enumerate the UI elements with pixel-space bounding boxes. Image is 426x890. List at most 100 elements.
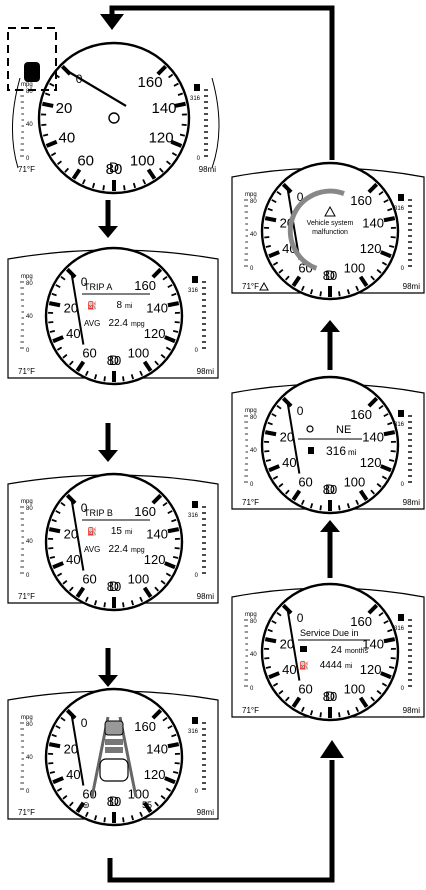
speed-label: 40: [66, 767, 80, 782]
speed-label: 140: [146, 526, 168, 541]
fuel-range-small: 316: [188, 288, 199, 294]
mpg-label: mpg: [21, 82, 33, 88]
service-miles-unit: mi: [345, 663, 353, 670]
cruise-icon: ⊜: [82, 800, 90, 810]
speed-zero-label: 0: [297, 404, 304, 418]
mpg-80-label: 80: [250, 199, 257, 205]
cruise-set-speed: 55: [142, 800, 152, 810]
fuel-range-small: 316: [188, 729, 199, 735]
dial-tick: [168, 303, 179, 305]
speed-label: 20: [56, 100, 73, 117]
fuel-gauge: 3160: [190, 84, 208, 162]
speed-label: 60: [82, 346, 96, 361]
trip-distance-icon: ⛽: [87, 300, 97, 310]
speed-zero-label: 0: [81, 716, 88, 730]
speed-label: 140: [362, 429, 384, 444]
dial-tick: [266, 667, 271, 668]
speed-zero-label: 0: [297, 611, 304, 625]
speed-label: 160: [350, 614, 372, 629]
range-readout: 98mi: [197, 592, 215, 601]
mpg-40-label: 40: [26, 755, 33, 761]
speed-label: 40: [59, 130, 76, 147]
outside-temp: 71°F: [18, 367, 35, 376]
dial-tick: [320, 712, 321, 717]
warning-line1: Vehicle system: [307, 220, 354, 227]
own-vehicle-icon: [100, 759, 128, 781]
trip-distance-value: 15: [111, 526, 123, 537]
fuel-pump-icon: [398, 410, 404, 417]
speed-label: 140: [152, 100, 177, 117]
fuel-pump-icon: [398, 194, 404, 201]
distance-bar: [105, 747, 123, 753]
outside-temp: 71°F: [242, 282, 259, 291]
range-readout: 98mi: [197, 367, 215, 376]
dial-tick: [265, 639, 276, 641]
calendar-icon: [300, 646, 307, 652]
dial-tick: [104, 817, 105, 822]
dial-tick: [339, 505, 340, 510]
cluster-panel-p3: 204060801001201401600Dmpg80400316071°F98…: [8, 474, 218, 610]
cluster-right-edge: [212, 78, 219, 168]
mpg-label: mpg: [245, 612, 257, 618]
arrow-up-2-head: [320, 320, 340, 332]
trip-title: TRIP B: [84, 508, 113, 518]
speed-label: 100: [130, 152, 155, 169]
cluster-panel-p2: 204060801001201401600Dmpg80400316071°F98…: [8, 248, 218, 384]
speed-label: 60: [77, 152, 94, 169]
speed-label: 100: [128, 346, 150, 361]
dial-tick: [173, 557, 178, 558]
dial-tick: [339, 291, 340, 296]
service-distance-icon: ⛽: [299, 660, 309, 670]
service-title: Service Due in: [300, 628, 359, 638]
trip-avg-label: AVG: [84, 545, 100, 554]
dial-tick: [339, 712, 340, 717]
dial-tick: [43, 135, 48, 136]
speed-label: 160: [350, 193, 372, 208]
dial-tick: [49, 744, 60, 746]
mpg-label: mpg: [21, 499, 33, 505]
dial-tick: [123, 817, 124, 822]
cluster-panel-p5: 204060801001201401600Dmpg80400316071°F98…: [232, 584, 424, 720]
dial-tick: [123, 602, 124, 607]
dial-tick: [168, 529, 179, 531]
mpg-label: mpg: [245, 408, 257, 414]
mpg-40-label: 40: [26, 314, 33, 320]
speed-label: 40: [282, 662, 296, 677]
range-readout: 98mi: [403, 498, 421, 507]
outside-temp: 71°F: [242, 498, 259, 507]
trip-distance-icon: ⛽: [87, 526, 97, 536]
fuel-zero-label: 0: [197, 156, 201, 162]
speed-label: 140: [146, 741, 168, 756]
outside-temp: 71°F: [242, 706, 259, 715]
outside-temp: 71°F: [18, 808, 35, 817]
speed-label: 140: [362, 215, 384, 230]
gear-indicator: D: [109, 793, 119, 809]
trip-avg-value: 22.4: [109, 318, 129, 329]
dial-tick: [384, 432, 395, 434]
fuel-pump-icon: [192, 501, 198, 508]
speed-label: 120: [144, 326, 166, 341]
speed-label: 160: [134, 719, 156, 734]
speed-label: 100: [344, 475, 366, 490]
dial-tick: [124, 185, 125, 190]
range-to-empty-value: 316: [326, 444, 346, 458]
gear-indicator: D: [109, 352, 119, 368]
mpg-40-label: 40: [26, 122, 33, 128]
trip-distance-unit: mi: [125, 529, 133, 536]
service-months-unit: months: [345, 648, 368, 655]
mpg-80-label: 80: [250, 619, 257, 625]
arrow-down-3-head: [98, 675, 118, 687]
mpg-80-label: 80: [26, 722, 33, 728]
dial-tick: [265, 218, 276, 220]
speed-label: 120: [144, 552, 166, 567]
speed-label: 120: [360, 455, 382, 470]
trip-avg-unit: mpg: [131, 321, 145, 328]
range-readout: 98mi: [403, 706, 421, 715]
mpg-40-label: 40: [250, 232, 257, 238]
arrow-up-1-head: [320, 520, 340, 532]
speed-label: 160: [134, 278, 156, 293]
dial-tick: [49, 303, 60, 305]
dial-tick: [123, 376, 124, 381]
